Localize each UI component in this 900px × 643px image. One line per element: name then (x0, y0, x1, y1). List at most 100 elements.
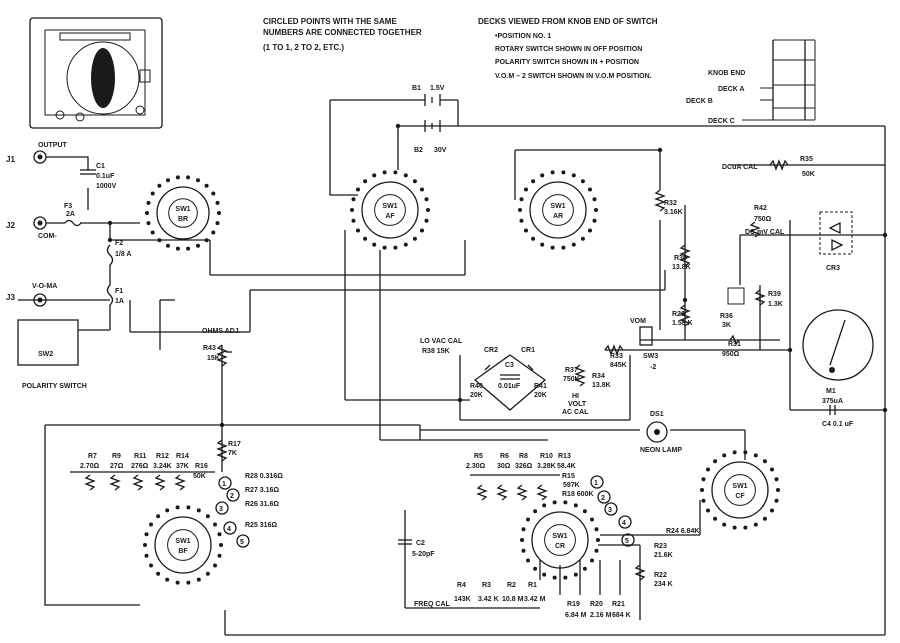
switch-contact (382, 245, 387, 250)
switch-contact (420, 228, 424, 233)
switch-contact (592, 218, 597, 223)
label-r34: R34 (592, 373, 605, 380)
label-r35-val: 50K (802, 171, 815, 178)
junction-dots (107, 123, 888, 428)
switch-contact (213, 563, 217, 568)
label-r40-val: 20K (470, 392, 483, 399)
label-c4: C4 0.1 uF (822, 421, 854, 428)
switch-contact (774, 498, 779, 503)
switch-contact (519, 218, 524, 223)
label-r15-val: 597K (563, 482, 580, 489)
switch-contact (350, 208, 354, 212)
switch-contact (204, 183, 209, 188)
right-resistor-ladder: R5 R6 R8 R10 R13 2.30Ω 30Ω 326Ω 3.28K 58… (454, 453, 631, 619)
switch-contact (149, 522, 153, 527)
switch-contact (722, 522, 727, 527)
switch-contact (175, 175, 180, 180)
label-sw2: SW2 (38, 351, 53, 358)
switch-contact (156, 514, 161, 519)
deck-side-view: KNOB END DECK A DECK B DECK C (686, 39, 816, 125)
label-r24: R24 6.84K (666, 528, 699, 535)
switch-contact (420, 187, 424, 192)
label-output: OUTPUT (38, 142, 68, 149)
notes-block: CIRCLED POINTS WITH THE SAME NUMBERS ARE… (263, 17, 658, 80)
switch-contact (186, 175, 191, 180)
label-freq-cal: FREQ CAL (414, 601, 451, 608)
label-j2: J2 (6, 221, 15, 230)
label-r31: R31 (728, 341, 741, 348)
switch-contact (582, 566, 587, 571)
switch-contact (732, 525, 737, 530)
switch-contact (571, 173, 576, 178)
switch-contact (215, 221, 220, 226)
label-c2-val: 5-20pF (412, 551, 435, 558)
label-r42: R42 (754, 205, 767, 212)
label-r16: R16 (195, 463, 208, 470)
label-r43-val: 15K (207, 355, 220, 362)
switch-contact (145, 211, 149, 215)
label-r39-val: 1.3K (768, 301, 783, 308)
label-deck-c: DECK C (708, 118, 735, 125)
jacks: J1 OUTPUT J2 COM- J3 V-O-MA POLARITY SWI… (6, 142, 87, 390)
label-r11-val: 276Ω (131, 463, 149, 470)
switch-contact (713, 459, 718, 464)
switch-contact (372, 173, 377, 178)
label-r8-val: 326Ω (515, 463, 533, 470)
label-r37: R37 (565, 367, 578, 374)
switch-contact (770, 508, 774, 513)
switch-label-sw1-ar-0: SW1 (550, 203, 565, 210)
switch-contact (706, 467, 710, 472)
label-volt: VOLT (568, 401, 587, 408)
switch-contact (552, 575, 557, 580)
circled-point-2-left: 2 (230, 493, 234, 500)
label-c3: C3 (505, 362, 514, 369)
switch-contact (166, 178, 170, 183)
switch-contact (186, 505, 191, 510)
label-r3: R3 (482, 582, 491, 589)
label-r29: R29 (672, 311, 685, 318)
switch-contact (774, 477, 779, 482)
wiring (17, 99, 886, 636)
note-circled-1: CIRCLED POINTS WITH THE SAME (263, 17, 397, 26)
switch-contact (211, 191, 216, 196)
jack-j3 (33, 293, 47, 307)
label-r1: R1 (528, 582, 537, 589)
label-c3-val: 0.01uF (498, 383, 521, 390)
switch-contact (594, 548, 599, 553)
switch-contact (519, 197, 524, 202)
label-j1: J1 (6, 155, 15, 164)
label-r10-val: 3.28K (537, 463, 556, 470)
switch-contact (563, 575, 568, 580)
switch-contact (552, 500, 557, 505)
circled-point-4-left: 4 (227, 526, 231, 533)
label-r42-val: 750Ω (754, 216, 772, 223)
label-r36: R36 (720, 313, 733, 320)
label-f2: F2 (115, 240, 123, 247)
label-f3-val: 2A (66, 211, 75, 218)
note-decks-4: V.O.M – 2 SWITCH SHOWN IN V.O.M POSITION… (495, 73, 652, 80)
label-deck-a: DECK A (718, 86, 745, 93)
switch-contact (540, 173, 545, 178)
label-r20: R20 (590, 601, 603, 608)
label-knob-end: KNOB END (708, 70, 745, 77)
label-f3: F3 (64, 203, 72, 210)
label-r7-val: 2.70Ω (80, 463, 100, 470)
label-b1-val: 1.5V (430, 85, 445, 92)
label-r12-val: 3.24K (153, 463, 172, 470)
label-r34-val: 13.8K (592, 382, 611, 389)
circled-point-2-right: 2 (601, 495, 605, 502)
switch-contact (594, 527, 599, 532)
label-deck-b: DECK B (686, 98, 713, 105)
label-r1-val: 3.42 M (524, 596, 546, 603)
switch-contact (150, 230, 155, 235)
switch-contact (550, 170, 555, 175)
switch-contact (706, 508, 710, 513)
label-r20-val: 2.16 M (590, 612, 612, 619)
switch-contact (146, 221, 151, 226)
switch-label-sw1-af-0: SW1 (382, 203, 397, 210)
switch-contact (713, 516, 718, 521)
